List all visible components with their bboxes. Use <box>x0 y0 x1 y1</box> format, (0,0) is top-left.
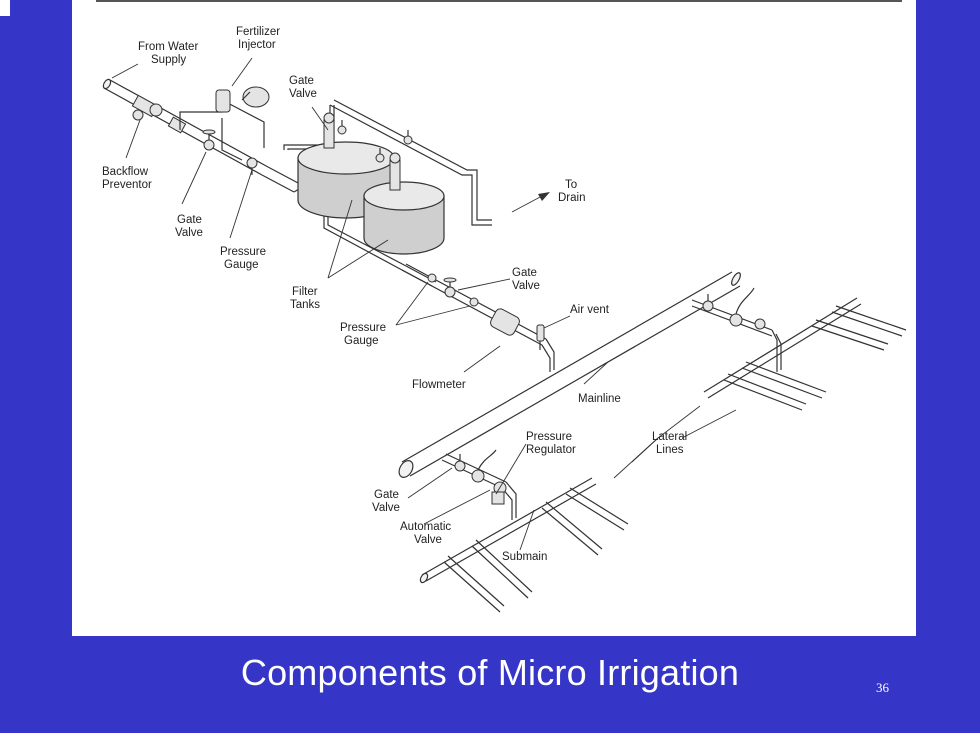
fertilizer-injector <box>179 86 270 161</box>
label-from-water-supply-1: From Water <box>138 41 198 53</box>
pressure-gauge-left <box>246 157 258 175</box>
label-automatic-valve-1: Automatic <box>400 521 451 533</box>
label-mainline: Mainline <box>578 393 621 405</box>
submain-lower <box>419 453 597 584</box>
label-filter-tanks-1: Filter <box>292 286 318 298</box>
label-pressure-regulator-1: Pressure <box>526 431 572 443</box>
page-number: 36 <box>876 680 889 695</box>
label-gate-valve-bottom-2: Valve <box>372 502 400 514</box>
label-gate-valve-mid-2: Valve <box>512 280 540 292</box>
label-pressure-gauge-mid-2: Gauge <box>344 335 379 347</box>
label-gate-valve-top-1: Gate <box>289 75 314 87</box>
label-backflow-preventor-1: Backflow <box>102 166 149 178</box>
label-gate-valve-top-2: Valve <box>289 88 317 100</box>
filter-tank-2 <box>363 152 445 255</box>
supply-pipe <box>102 78 305 193</box>
flowmeter <box>490 308 520 336</box>
label-backflow-preventor-2: Preventor <box>102 179 152 191</box>
label-air-vent: Air vent <box>570 304 610 316</box>
label-fertilizer-injector-2: Injector <box>238 39 276 51</box>
label-pressure-gauge-left-2: Gauge <box>224 259 259 271</box>
label-pressure-gauge-left-1: Pressure <box>220 246 266 258</box>
leader-lines <box>111 57 737 551</box>
label-gate-valve-left-2: Valve <box>175 227 203 239</box>
label-lateral-lines-1: Lateral <box>652 431 687 443</box>
diagram-labels: From Water Supply Fertilizer Injector Ga… <box>102 26 687 563</box>
label-filter-tanks-2: Tanks <box>290 299 320 311</box>
pressure-gauge-mid <box>427 273 479 307</box>
label-pressure-regulator-2: Regulator <box>526 444 576 456</box>
mainline-pipe <box>398 271 741 478</box>
label-to-drain-1: To <box>565 179 577 191</box>
label-from-water-supply-2: Supply <box>151 54 186 66</box>
irrigation-diagram: From Water Supply Fertilizer Injector Ga… <box>96 0 907 613</box>
gate-valve-top <box>337 120 413 163</box>
air-vent <box>536 324 545 350</box>
laterals-lower <box>443 487 629 613</box>
valve-cluster-upper <box>702 287 766 330</box>
diagram-panel: From Water Supply Fertilizer Injector Ga… <box>72 0 916 636</box>
laterals-upper <box>723 305 907 411</box>
backflow-preventor <box>131 94 187 134</box>
corner-mark <box>0 0 10 16</box>
valve-cluster-lower <box>454 449 507 505</box>
label-fertilizer-injector-1: Fertilizer <box>236 26 280 38</box>
label-gate-valve-bottom-1: Gate <box>374 489 399 501</box>
label-submain: Submain <box>502 551 547 563</box>
label-lateral-lines-2: Lines <box>656 444 684 456</box>
gate-valve-left <box>202 129 216 151</box>
gate-valve-mid <box>443 277 457 298</box>
drain-arrow <box>511 192 550 213</box>
slide-title: Components of Micro Irrigation <box>240 652 740 693</box>
label-automatic-valve-2: Valve <box>414 534 442 546</box>
label-to-drain-2: Drain <box>558 192 585 204</box>
label-gate-valve-left-1: Gate <box>177 214 202 226</box>
label-flowmeter: Flowmeter <box>412 379 466 391</box>
label-gate-valve-mid-1: Gate <box>512 267 537 279</box>
label-pressure-gauge-mid-1: Pressure <box>340 322 386 334</box>
